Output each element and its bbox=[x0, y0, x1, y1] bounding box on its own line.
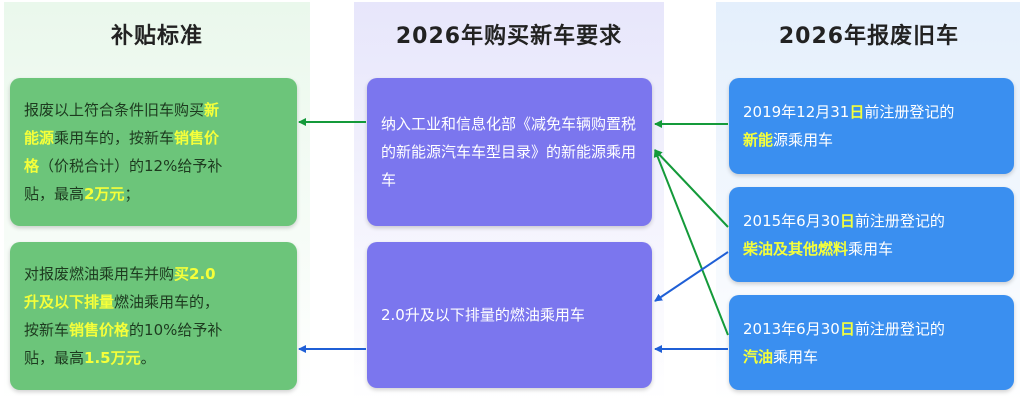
standard-title: 补贴标准 bbox=[110, 24, 203, 49]
scrap-text-new-energy: 2019年12月31日前注册登记的 新能源乘用车 bbox=[743, 103, 955, 149]
scrap-box-new-energy: 2019年12月31日前注册登记的 新能源乘用车 bbox=[729, 78, 1014, 174]
scrap-box-gasoline: 2013年6月30日前注册登记的 汽油乘用车 bbox=[729, 295, 1014, 390]
arrow-scrap-diesel-to-fuel-requirement bbox=[654, 251, 729, 302]
arrow-scrap-gasoline-to-requirement bbox=[653, 149, 729, 336]
requirement-box-fuel: 2.0升及以下排量的燃油乘用车 bbox=[367, 242, 652, 388]
subsidy-text-new-energy: 报废以上符合条件旧车购买新 能源乘用车的，按新车销售价 格（价税合计）的12%给… bbox=[24, 101, 223, 203]
arrow-scrap-diesel-to-requirement bbox=[654, 149, 729, 228]
scrap-title: 2026年报废旧车 bbox=[778, 24, 960, 49]
requirement-box-new-energy: 纳入工业和信息化部《减免车辆购置税的新能源汽车车型目录》的新能源乘用车 bbox=[367, 78, 652, 226]
subsidy-box-fuel: 对报废燃油乘用车并购买2.0 升及以下排量燃油乘用车的， 按新车销售价格的10%… bbox=[10, 242, 297, 390]
requirement-title: 2026年购买新车要求 bbox=[395, 24, 623, 49]
requirement-text-fuel: 2.0升及以下排量的燃油乘用车 bbox=[381, 306, 585, 324]
subsidy-text-fuel: 对报废燃油乘用车并购买2.0 升及以下排量燃油乘用车的， 按新车销售价格的10%… bbox=[24, 265, 223, 367]
subsidy-box-new-energy: 报废以上符合条件旧车购买新 能源乘用车的，按新车销售价 格（价税合计）的12%给… bbox=[10, 78, 297, 226]
scrap-box-diesel: 2015年6月30日前注册登记的 柴油及其他燃料乘用车 bbox=[729, 187, 1014, 282]
requirement-text-new-energy: 纳入工业和信息化部《减免车辆购置税的新能源汽车车型目录》的新能源乘用车 bbox=[381, 115, 637, 189]
scrap-text-diesel: 2015年6月30日前注册登记的 柴油及其他燃料乘用车 bbox=[743, 211, 945, 258]
scrap-text-gasoline: 2013年6月30日前注册登记的 汽油乘用车 bbox=[743, 319, 945, 366]
